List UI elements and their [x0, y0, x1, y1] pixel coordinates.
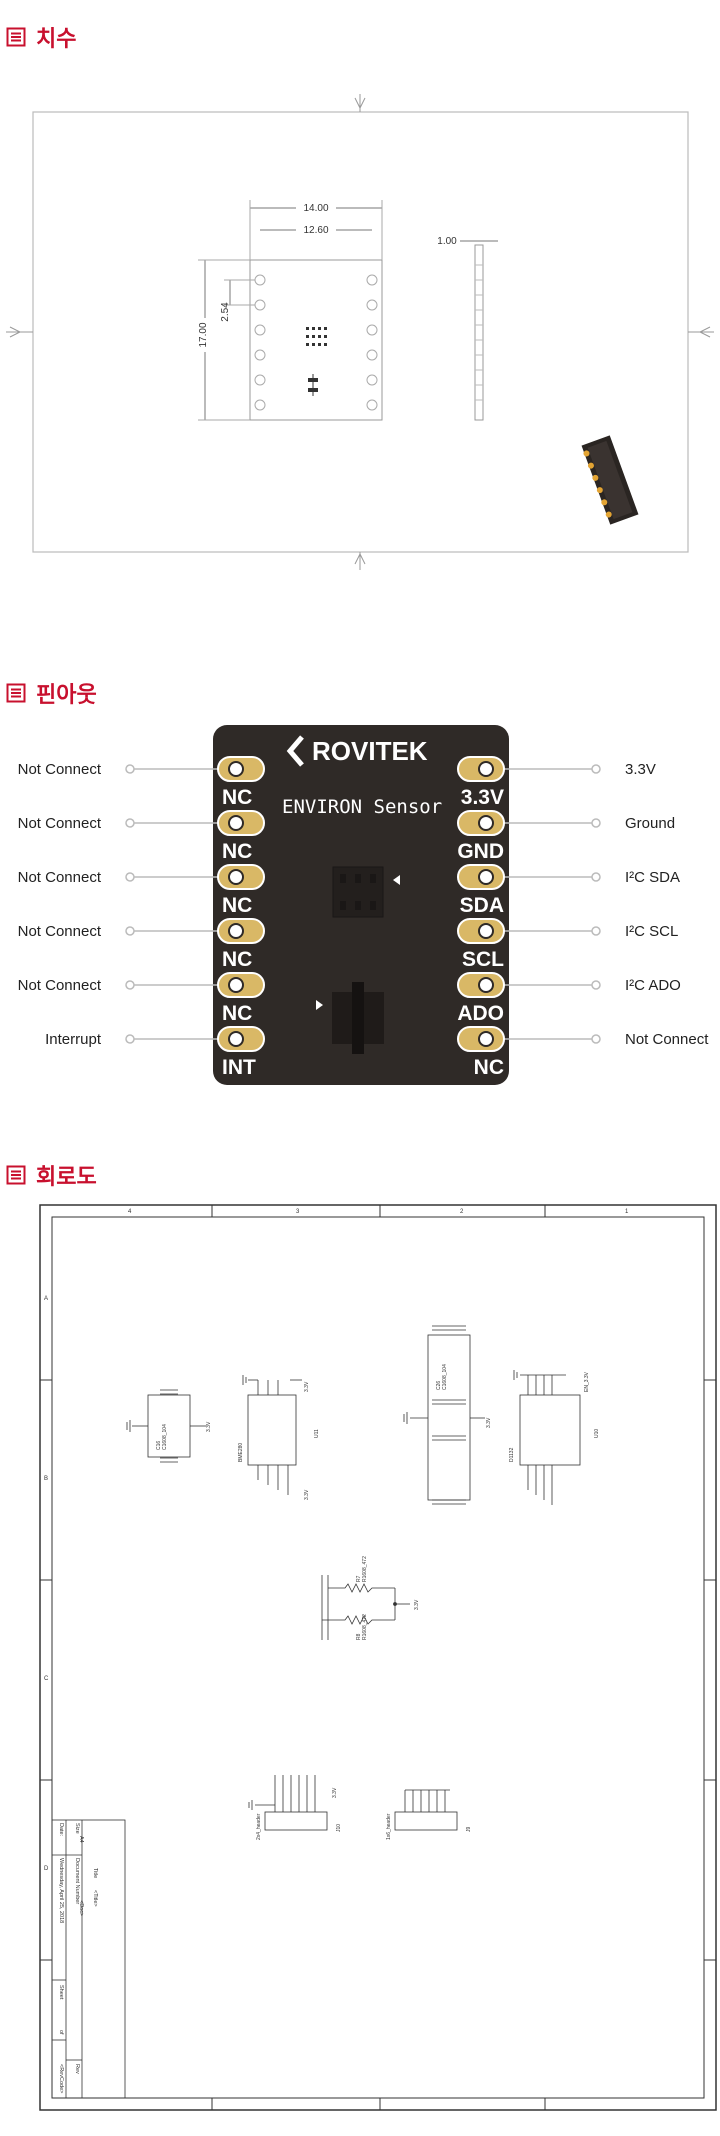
board-pin-left-5: NC — [222, 1002, 252, 1025]
pullup-resistors — [321, 1575, 410, 1640]
j9-part: 1x6_header — [386, 1813, 392, 1840]
tb-title-label: Title — [92, 1868, 98, 1878]
frame-letter-2: B — [44, 1476, 48, 1482]
section-title-dimensions: 치수 — [6, 22, 76, 52]
board-pin-right-4: SCL — [462, 948, 504, 971]
section-title-pinout: 핀아웃 — [6, 678, 97, 708]
r-b-ref: R8 — [356, 1633, 362, 1640]
board-pin-left-2: NC — [222, 840, 252, 863]
board-side-profile — [474, 244, 484, 421]
dimension-drawing: 14.00 12.60 17.00 2.54 1.00 — [6, 94, 714, 570]
tb-date-value: Wednesday, April 25, 2018 — [58, 1858, 64, 1923]
tb-sheet-of: of — [58, 2030, 64, 2035]
schematic-drawing: 4 3 2 1 A B C D C16 C1608_104 3.3V U11 B… — [39, 1204, 717, 2111]
tb-title-value: <Title> — [92, 1890, 98, 1907]
u11-power-b: 3.3V — [304, 1489, 310, 1500]
pin-desc-left-4: Not Connect — [18, 923, 102, 940]
u10-part: D1132 — [509, 1447, 515, 1462]
dim-width-outer: 14.00 — [303, 203, 328, 214]
r-power: 3.3V — [414, 1599, 420, 1610]
ic-u10 — [513, 1370, 581, 1505]
r-b-value: R1608_472 — [362, 1614, 368, 1640]
frame-number-3: 2 — [460, 1209, 464, 1215]
board-pin-right-2: GND — [457, 840, 504, 863]
tb-size-value: A4 — [78, 1836, 84, 1843]
tb-docnum-value: <Doc> — [78, 1900, 84, 1916]
pin-desc-left-5: Not Connect — [18, 977, 102, 994]
tb-rev-label: Rev — [74, 2064, 80, 2074]
pin-desc-right-1: 3.3V — [625, 761, 656, 778]
board-pin-right-5: ADO — [457, 1002, 504, 1025]
pin1-marker-icon — [393, 875, 400, 885]
frame-number-4: 1 — [625, 1209, 629, 1215]
decoupling-caps-a — [126, 1389, 206, 1463]
cap-a-value: C1608_104 — [162, 1424, 168, 1450]
list-icon — [6, 1165, 26, 1185]
dim-pitch: 2.54 — [220, 302, 231, 322]
section-title-schematic: 회로도 — [6, 1160, 97, 1190]
cap-b-power: 3.3V — [486, 1417, 492, 1428]
j10-power: 3.3V — [332, 1787, 338, 1798]
tb-rev-value: <RevCode> — [58, 2064, 64, 2093]
dim-width-inner: 12.60 — [303, 225, 328, 236]
cap-a-power: 3.3V — [206, 1421, 212, 1432]
dim-height: 17.00 — [198, 322, 209, 347]
j9-ref: J9 — [466, 1827, 472, 1833]
board-3d-render — [581, 435, 639, 525]
frame-letter-3: C — [44, 1676, 49, 1682]
pin-desc-right-2: Ground — [625, 815, 675, 832]
r-a-value: R1608_472 — [362, 1556, 368, 1582]
list-icon — [6, 27, 26, 47]
board-pin-left-3: NC — [222, 894, 252, 917]
orientation-marker-icon — [316, 1000, 323, 1010]
pin-desc-right-4: I²C SCL — [625, 923, 678, 940]
board-pin-left-4: NC — [222, 948, 252, 971]
board-pin-left-1: NC — [222, 786, 252, 809]
header-j10 — [248, 1775, 328, 1831]
pin-desc-right-3: I²C SDA — [625, 869, 680, 886]
board-pin-right-3: SDA — [460, 894, 504, 917]
pin-desc-right-6: Not Connect — [625, 1031, 709, 1048]
cap-a-ref: C16 — [156, 1441, 162, 1450]
decoupling-caps-b — [403, 1325, 485, 1505]
tb-sheet-label: Sheet — [58, 1985, 64, 2000]
pin-desc-left-2: Not Connect — [18, 815, 102, 832]
board-pin-left-6: INT — [222, 1056, 256, 1079]
board-brand: ROVITEK — [312, 736, 428, 766]
frame-letter-1: A — [44, 1296, 48, 1302]
list-icon — [6, 683, 26, 703]
frame-number-1: 4 — [128, 1209, 132, 1215]
frame-letter-4: D — [44, 1866, 49, 1872]
r-a-ref: R7 — [356, 1575, 362, 1582]
board-outline — [249, 259, 383, 421]
u10-ref: U10 — [594, 1429, 600, 1438]
u11-power: 3.3V — [304, 1381, 310, 1392]
cap-b-ref: C26 — [436, 1381, 442, 1390]
pin-desc-left-1: Not Connect — [18, 761, 102, 778]
dim-thickness: 1.00 — [437, 236, 457, 247]
tb-size-label: Size — [74, 1823, 80, 1834]
tb-date-label: Date: — [58, 1823, 64, 1837]
rovitek-logo-icon — [286, 735, 304, 767]
j10-ref: J10 — [336, 1824, 342, 1832]
ic-u11 — [242, 1375, 302, 1495]
cap-b-value: C1608_104 — [442, 1364, 448, 1390]
title-block — [51, 1819, 126, 2099]
u11-ref: U11 — [314, 1429, 320, 1438]
pinout-diagram: ROVITEK ENVIRON Sensor — [18, 725, 709, 1085]
pin-desc-left-6: Interrupt — [45, 1031, 102, 1048]
u11-part: BME280 — [238, 1443, 244, 1462]
header-j9 — [394, 1789, 458, 1831]
board-pin-right-6: NC — [474, 1056, 504, 1079]
pin-desc-left-3: Not Connect — [18, 869, 102, 886]
j10-part: 2x4_header — [256, 1813, 262, 1840]
u10-power: EN_3.3V — [584, 1371, 590, 1392]
tb-docnum-label: Document Number — [74, 1858, 80, 1904]
board-name: ENVIRON Sensor — [282, 796, 442, 818]
frame-number-2: 3 — [296, 1209, 300, 1215]
pin-desc-right-5: I²C ADO — [625, 977, 681, 994]
board-pin-right-1: 3.3V — [461, 786, 504, 809]
